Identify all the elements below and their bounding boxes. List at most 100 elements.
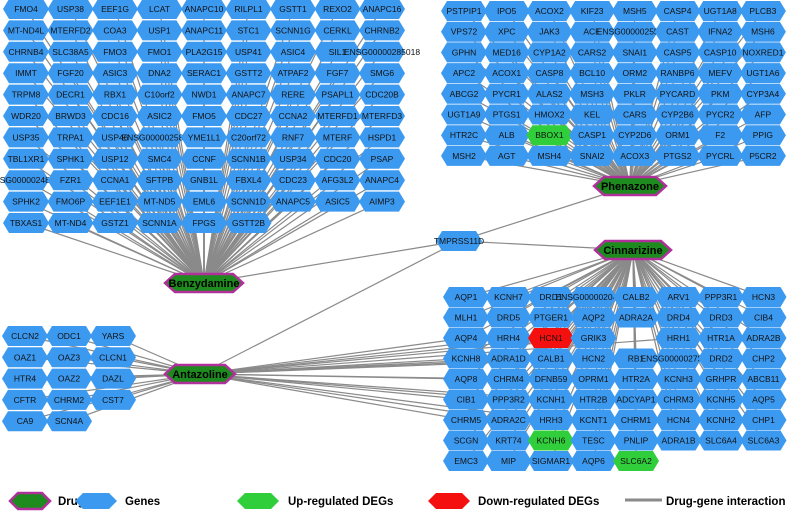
gene-node-shape [181, 191, 227, 212]
gene-node-shape [739, 1, 786, 21]
drug-gene-edge [69, 51, 205, 284]
gene-node-label: ADRA2B [746, 333, 780, 343]
gene-node-rb1: RB1 [613, 348, 659, 369]
gene-node-label: ORM2 [623, 68, 648, 78]
gene-node-cerkl: CERKL [314, 20, 361, 41]
gene-node-label: SCNN1A [142, 218, 177, 228]
gene-node-label: FGF7 [327, 68, 349, 78]
gene-node-ptgs2: PTGS2 [654, 145, 701, 166]
gene-node-shape [443, 328, 489, 348]
gene-node-label: USP41 [235, 47, 262, 57]
gene-node-shape [92, 148, 138, 169]
gene-node-label: PLCB3 [749, 6, 776, 16]
gene-node-label: GSTT1 [279, 4, 307, 14]
gene-node-label: PYCR1 [493, 89, 522, 99]
gene-node-label: CARS2 [578, 47, 607, 57]
gene-node-acox2: ACOX2 [526, 1, 573, 21]
gene-node-shape [225, 20, 272, 41]
gene-node-hrh1: HRH1 [655, 328, 702, 348]
gene-node-shape [526, 42, 573, 63]
drug-gene-edge [199, 240, 460, 375]
gene-node-shape [47, 106, 94, 126]
gene-node-shape [739, 145, 786, 166]
gene-node-shape [613, 430, 659, 451]
gene-node-label: CASP1 [578, 130, 606, 140]
gene-node-mterf: MTERF [314, 127, 361, 148]
gene-node-kel: KEL [569, 104, 616, 125]
drug-gene-edge [203, 201, 294, 284]
drug-gene-edge [632, 249, 764, 441]
gene-node-ugt1a6: UGT1A6 [739, 63, 786, 84]
gene-node-label: CYP3A4 [747, 89, 780, 99]
drug-gene-edge [203, 8, 339, 284]
drug-node-shape [593, 239, 673, 261]
gene-node-shape [697, 21, 744, 42]
gene-node-scnn1d: SCNN1D [225, 191, 272, 212]
gene-node-ccna1: CCNA1 [92, 170, 138, 191]
gene-node-aqp4: AQP4 [443, 328, 489, 348]
gene-node-shape [569, 104, 616, 125]
gene-node-coa3: COA3 [92, 20, 138, 41]
gene-node-shape [613, 389, 659, 410]
gene-node-shape [483, 83, 530, 104]
gene-node-shape [359, 170, 405, 191]
gene-node-cast: CAST [654, 21, 701, 42]
gene-node-shape [3, 213, 49, 233]
drug-gene-edge [203, 240, 460, 284]
gene-node-bbox1: BBOX1 [526, 125, 573, 146]
gene-node-shape [47, 20, 94, 41]
gene-node-label: HCN1 [539, 333, 562, 343]
gene-node-label: IFNA2 [708, 27, 732, 37]
gene-node-lcat: LCAT [136, 0, 183, 19]
gene-node-label: KIF23 [581, 6, 604, 16]
gene-node-c20orf72: C20orf72 [225, 127, 272, 148]
gene-node-shape [441, 63, 487, 84]
gene-node-shape [443, 410, 489, 430]
gene-node-cyp1a2: CYP1A2 [526, 42, 573, 63]
gene-node-gstz1: GSTZ1 [92, 213, 138, 233]
gene-node-cars2: CARS2 [569, 42, 616, 63]
gene-node-label: C20orf72 [231, 132, 266, 142]
drug-node-label: Cinnarizine [603, 245, 662, 257]
gene-node-abcg2: ABCG2 [441, 83, 487, 104]
gene-node-pklr: PKLR [611, 83, 658, 104]
gene-node-ptgs1: PTGS1 [483, 104, 530, 125]
gene-node-p5cr2: P5CR2 [739, 145, 786, 166]
gene-node-ppp3r1: PPP3R1 [698, 287, 744, 307]
gene-node-drd1: DRD1 [528, 287, 574, 307]
gene-node-label: CHRM5 [451, 415, 481, 425]
gene-node-usp46: USP46 [92, 127, 138, 148]
gene-node-label: OPRM1 [578, 374, 609, 384]
gene-node-label: MTERFD3 [362, 111, 402, 121]
gene-node-label: XPC [498, 27, 515, 37]
gene-node-aqp2: AQP2 [570, 307, 617, 328]
drug-node-antazoline: Antazoline [163, 363, 237, 385]
gene-node-label: MSH2 [452, 151, 476, 161]
gene-node-chrnb2: CHRNB2 [359, 20, 405, 41]
gene-node-label: AGT [498, 151, 515, 161]
gene-node-shape [92, 0, 138, 19]
gene-node-brwd3: BRWD3 [47, 106, 94, 126]
gene-node-label: IMMT [15, 68, 37, 78]
gene-node-label: SMC4 [148, 154, 172, 164]
gene-node-rbx1: RBX1 [92, 84, 138, 105]
gene-node-shape [225, 41, 272, 62]
gene-node-label: ALAS2 [536, 89, 563, 99]
legend-down: Down-regulated DEGs [428, 493, 599, 509]
gene-node-shape [740, 348, 787, 369]
gene-node-oaz3: OAZ3 [46, 347, 92, 368]
gene-node-shape [2, 326, 48, 346]
gene-node-label: SLC38A5 [52, 47, 89, 57]
gene-node-label: PLA2G15 [186, 47, 223, 57]
gene-node-kcnt1: KCNT1 [570, 410, 617, 430]
gene-node-shape [270, 170, 316, 191]
gene-node-label: GNB1L [190, 175, 218, 185]
gene-node-label: PYCARD [660, 89, 695, 99]
drug-gene-edge [632, 249, 764, 400]
gene-node-casp5: CASP5 [654, 42, 701, 63]
gene-node-label: DRD2 [709, 354, 732, 364]
drug-gene-edge [507, 249, 634, 441]
gene-node-fgf20: FGF20 [47, 63, 94, 84]
gene-node-shape [443, 307, 489, 328]
gene-node-shape [483, 125, 530, 146]
